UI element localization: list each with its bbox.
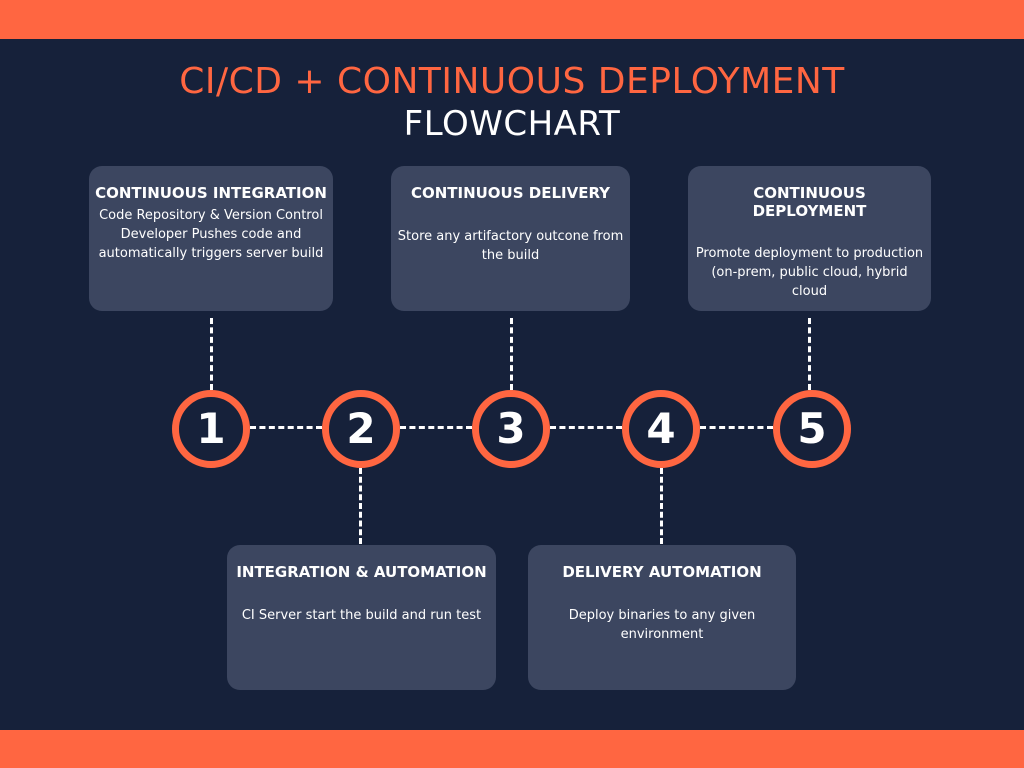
page-title: CI/CD + CONTINUOUS DEPLOYMENT (179, 61, 845, 102)
connector-2-3 (400, 426, 472, 429)
page-subtitle: FLOWCHART (403, 104, 621, 144)
step-3-circle: 3 (472, 390, 550, 468)
box-heading: INTEGRATION & AUTOMATION (236, 563, 487, 581)
box-body: Deploy binaries to any given environment (568, 608, 756, 642)
connector-3-4 (550, 426, 622, 429)
box-heading: CONTINUOUS INTEGRATION (95, 184, 327, 202)
connector-3-up (510, 318, 513, 390)
box-body: Store any artifactory outcone from the b… (397, 229, 624, 263)
box-integration-automation: INTEGRATION & AUTOMATION CI Server start… (227, 545, 496, 690)
box-delivery-automation: DELIVERY AUTOMATION Deploy binaries to a… (528, 545, 796, 690)
box-continuous-deployment: CONTINUOUS DEPLOYMENT Promote deployment… (688, 166, 931, 311)
step-5-circle: 5 (773, 390, 851, 468)
box-body: Promote deployment to production (on-pre… (695, 246, 924, 299)
connector-1-up (210, 318, 213, 390)
bottom-accent-band (0, 730, 1024, 768)
step-1-circle: 1 (172, 390, 250, 468)
connector-4-down (660, 468, 663, 544)
box-continuous-integration: CONTINUOUS INTEGRATION Code Repository &… (89, 166, 333, 311)
step-2-circle: 2 (322, 390, 400, 468)
top-accent-band (0, 0, 1024, 39)
box-heading: CONTINUOUS DEPLOYMENT (752, 184, 867, 220)
connector-4-5 (700, 426, 773, 429)
box-body: Code Repository & Version Control Develo… (98, 208, 324, 261)
box-body: CI Server start the build and run test (241, 608, 482, 623)
box-continuous-delivery: CONTINUOUS DELIVERY Store any artifactor… (391, 166, 630, 311)
connector-1-2 (250, 426, 322, 429)
connector-2-down (359, 468, 362, 544)
connector-5-up (808, 318, 811, 390)
step-4-circle: 4 (622, 390, 700, 468)
box-heading: CONTINUOUS DELIVERY (410, 184, 611, 202)
box-heading: DELIVERY AUTOMATION (562, 563, 762, 581)
